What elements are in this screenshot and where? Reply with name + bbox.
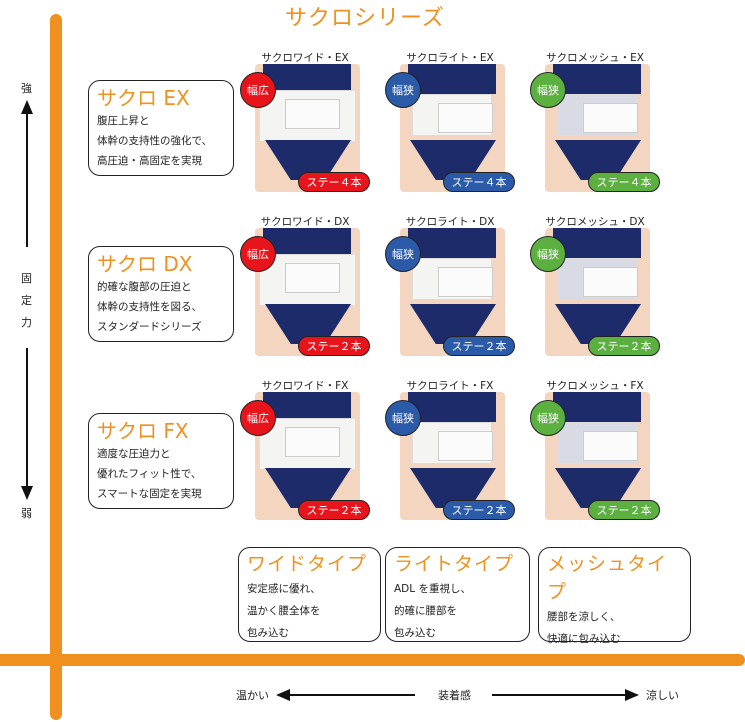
- y-axis-top-label: 強: [21, 82, 32, 95]
- type-box: ワイドタイプ安定感に優れ、温かく腰全体を包み込む: [238, 547, 381, 642]
- series-desc-line: 高圧迫・高固定を実現: [97, 155, 202, 167]
- series-name: サクロ DX: [97, 252, 193, 276]
- width-badge: 幅狭: [530, 236, 566, 272]
- x-axis-line: [285, 694, 415, 696]
- stays-badge: ステー２本: [443, 336, 515, 356]
- product-card[interactable]: サクロワイド・DX 幅広 ステー２本: [240, 214, 370, 364]
- series-desc-line: 体幹の支持性の強化で、: [97, 135, 213, 147]
- product-photo: [400, 392, 505, 520]
- type-desc-line: 的確に腰部を: [394, 605, 457, 617]
- product-card[interactable]: サクロライト・FX 幅狭 ステー２本: [385, 378, 515, 528]
- product-card[interactable]: サクロライト・DX 幅狭 ステー２本: [385, 214, 515, 364]
- y-axis-label: 固定力: [21, 272, 32, 329]
- x-axis-line: [492, 694, 627, 696]
- series-name: サクロ EX: [97, 86, 190, 110]
- x-axis-label: 装着感: [438, 689, 471, 702]
- series-desc-line: 的確な腹部の圧迫と: [97, 281, 192, 293]
- stays-badge: ステー２本: [588, 336, 660, 356]
- x-axis-right-label: 涼しい: [646, 689, 679, 702]
- width-badge: 幅狭: [385, 72, 421, 108]
- product-name: サクロメッシュ・FX: [546, 380, 644, 392]
- series-desc-line: 腹圧上昇と: [97, 115, 150, 127]
- type-name: ライトタイプ: [394, 553, 515, 575]
- arrow-left-icon: [276, 689, 290, 701]
- type-desc-line: 安定感に優れ、: [247, 583, 321, 595]
- series-box: サクロ DX 的確な腹部の圧迫と体幹の支持性を図る、スタンダードシリーズ: [88, 246, 234, 342]
- stays-badge: ステー４本: [588, 172, 660, 192]
- stays-badge: ステー２本: [588, 500, 660, 520]
- series-name: サクロ FX: [97, 419, 189, 443]
- series-box: サクロ FX 適度な圧迫力と優れたフィット性で、スマートな固定を実現: [88, 413, 234, 509]
- type-desc-line: 温かく腰全体を: [247, 605, 321, 617]
- type-name: ワイドタイプ: [247, 553, 368, 575]
- product-name: サクロワイド・DX: [260, 216, 350, 228]
- width-badge: 幅狭: [530, 72, 566, 108]
- arrow-down-icon: [21, 486, 33, 500]
- product-card[interactable]: サクロライト・EX 幅狭 ステー４本: [385, 50, 515, 200]
- series-desc-line: スタンダードシリーズ: [97, 321, 202, 333]
- product-name: サクロワイド・FX: [261, 380, 349, 392]
- width-badge: 幅広: [240, 72, 276, 108]
- stays-badge: ステー２本: [298, 500, 370, 520]
- series-box: サクロ EX 腹圧上昇と体幹の支持性の強化で、高圧迫・高固定を実現: [88, 80, 234, 176]
- arrow-up-icon: [21, 100, 33, 114]
- type-desc-line: 腰部を涼しく、: [547, 611, 621, 623]
- type-desc-line: 快適に包み込む: [547, 633, 621, 645]
- y-axis-line: [26, 348, 28, 488]
- product-card[interactable]: サクロメッシュ・FX 幅狭 ステー２本: [530, 378, 660, 528]
- product-card[interactable]: サクロワイド・EX 幅広 ステー４本: [240, 50, 370, 200]
- y-axis-bottom-label: 弱: [21, 507, 32, 520]
- product-name: サクロライト・DX: [405, 216, 495, 228]
- series-desc-line: スマートな固定を実現: [97, 488, 202, 500]
- product-photo: [255, 228, 360, 356]
- product-name: サクロライト・FX: [406, 380, 494, 392]
- product-name: サクロメッシュ・DX: [545, 216, 645, 228]
- type-box: メッシュタイプ腰部を涼しく、快適に包み込む: [538, 547, 691, 645]
- series-desc-line: 体幹の支持性を図る、: [97, 301, 202, 313]
- x-axis-left-label: 温かい: [236, 689, 269, 702]
- width-badge: 幅狭: [385, 236, 421, 272]
- stays-badge: ステー２本: [298, 336, 370, 356]
- horizontal-axis-bar: [0, 654, 745, 666]
- series-desc-line: 優れたフィット性で、: [97, 468, 202, 480]
- arrow-right-icon: [625, 689, 639, 701]
- type-desc-line: 包み込む: [394, 627, 436, 639]
- type-box: ライトタイプ ADL を重視し、的確に腰部を包み込む: [385, 547, 530, 642]
- product-name: サクロワイド・EX: [261, 52, 349, 64]
- product-card[interactable]: サクロワイド・FX 幅広 ステー２本: [240, 378, 370, 528]
- product-photo: [400, 64, 505, 192]
- product-photo: [255, 392, 360, 520]
- vertical-axis-bar: [50, 14, 62, 720]
- product-photo: [255, 64, 360, 192]
- product-name: サクロライト・EX: [406, 52, 494, 64]
- stays-badge: ステー４本: [298, 172, 370, 192]
- stays-badge: ステー４本: [443, 172, 515, 192]
- product-card[interactable]: サクロメッシュ・EX 幅狭 ステー４本: [530, 50, 660, 200]
- product-name: サクロメッシュ・EX: [546, 52, 644, 64]
- stays-badge: ステー２本: [443, 500, 515, 520]
- type-desc-line: ADL を重視し、: [394, 583, 471, 595]
- product-card[interactable]: サクロメッシュ・DX 幅狭 ステー２本: [530, 214, 660, 364]
- width-badge: 幅広: [240, 400, 276, 436]
- page-title: サクロシリーズ: [285, 6, 445, 31]
- series-desc-line: 適度な圧迫力と: [97, 448, 171, 460]
- width-badge: 幅狭: [385, 400, 421, 436]
- type-name: メッシュタイプ: [547, 553, 668, 603]
- product-photo: [545, 228, 650, 356]
- type-desc-line: 包み込む: [247, 627, 289, 639]
- width-badge: 幅狭: [530, 400, 566, 436]
- width-badge: 幅広: [240, 236, 276, 272]
- y-axis-line: [26, 112, 28, 247]
